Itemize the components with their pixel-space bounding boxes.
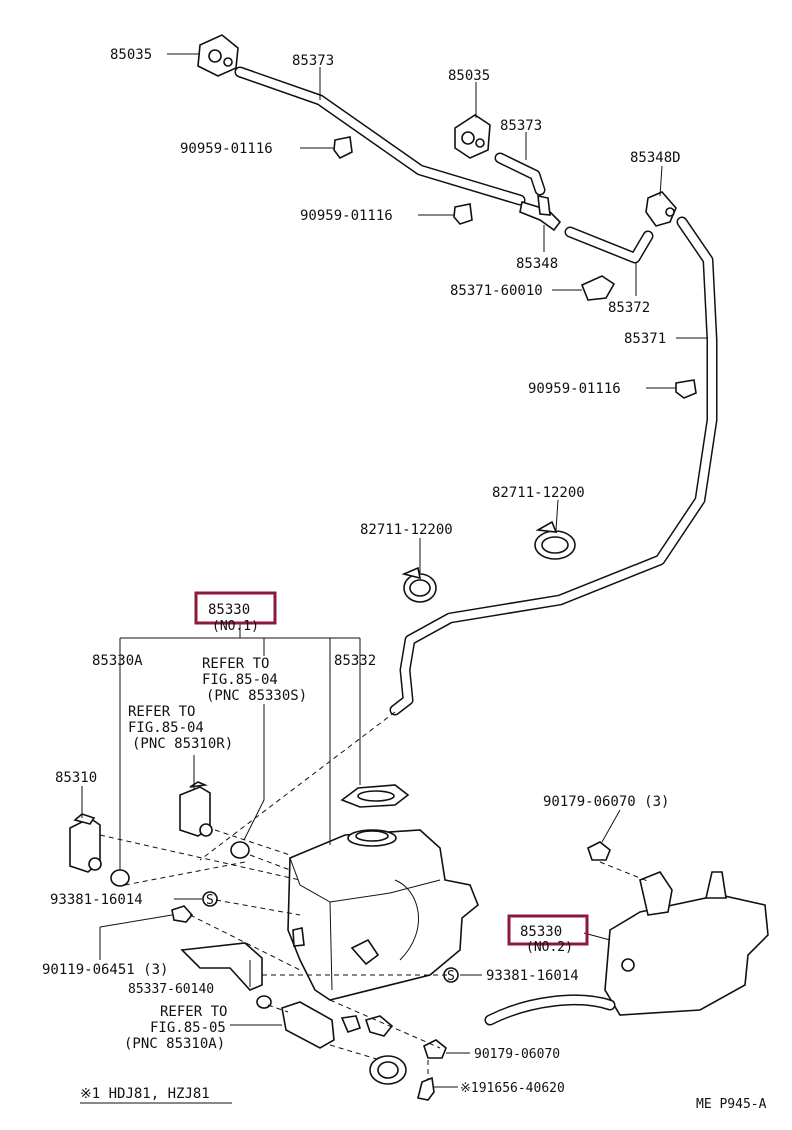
bolt-90119 xyxy=(171,905,194,923)
highlight-85330-no2 xyxy=(507,914,589,946)
label-85348d: 85348D xyxy=(630,150,681,166)
label-93381-b: 93381-16014 xyxy=(486,968,579,984)
label-refer3-l2: FIG.85-05 xyxy=(150,1020,226,1036)
label-90959-b: 90959-01116 xyxy=(300,208,393,224)
label-82711-a: 82711-12200 xyxy=(492,485,585,501)
hose-clamp-c xyxy=(675,379,697,399)
svg-text:S: S xyxy=(447,969,455,984)
washer-pump-85310 xyxy=(69,813,102,873)
footnote: ※1 HDJ81, HZJ81 xyxy=(80,1086,210,1102)
label-85348: 85348 xyxy=(516,256,558,272)
tank-cap-85332 xyxy=(340,784,410,808)
washer-tank-no1 xyxy=(287,829,479,1001)
grommet-85330a xyxy=(110,869,130,887)
label-90959-c: 90959-01116 xyxy=(528,381,621,397)
s-mark-a: S xyxy=(202,891,218,908)
label-refer1-l2: FIG.85-04 xyxy=(202,672,278,688)
washer-hose-upper xyxy=(234,66,526,206)
grommet-85330s xyxy=(230,841,250,859)
label-refer1-l1: REFER TO xyxy=(202,656,269,672)
label-no2: (NO.2) xyxy=(526,940,573,955)
nut-90179-b xyxy=(423,1039,447,1059)
svg-text:S: S xyxy=(206,893,214,908)
label-refer2-l3: (PNC 85310R) xyxy=(132,736,233,752)
label-85371-60010: 85371-60010 xyxy=(450,283,543,299)
label-refer2-l2: FIG.85-04 xyxy=(128,720,204,736)
label-85337: 85337-60140 xyxy=(128,982,214,997)
leader-lines xyxy=(81,53,708,1088)
washer-hose-main xyxy=(389,216,718,716)
label-85372: 85372 xyxy=(608,300,650,316)
hose-clamp-b xyxy=(453,203,473,225)
label-85373-b: 85373 xyxy=(500,118,542,134)
label-90119: 90119-06451 (3) xyxy=(42,962,168,978)
dashed-lines xyxy=(99,711,651,1080)
washer-pump-85310r xyxy=(179,781,213,837)
label-85371: 85371 xyxy=(624,331,666,347)
label-85035-b: 85035 xyxy=(448,68,490,84)
label-85373-a: 85373 xyxy=(292,53,334,69)
highlight-85330-no1 xyxy=(194,591,277,625)
label-90179-b: 90179-06070 xyxy=(474,1047,560,1062)
band-clamp-b xyxy=(401,566,437,603)
hose-clamp-a xyxy=(333,136,353,160)
label-93381-a: 93381-16014 xyxy=(50,892,143,908)
label-refer1-l3: (PNC 85330S) xyxy=(206,688,307,704)
band-clamp-a xyxy=(534,520,576,560)
label-90179-a: 90179-06070 (3) xyxy=(543,794,669,810)
washer-tank-no2 xyxy=(484,871,769,1026)
nut-90179-a xyxy=(587,841,611,861)
label-85332: 85332 xyxy=(334,653,376,669)
part-labels: 85035 85373 90959-01116 85035 85373 8534… xyxy=(42,47,767,1112)
hose-joint-85348d xyxy=(645,191,677,227)
label-191656: ※191656-40620 xyxy=(460,1081,565,1096)
label-refer2-l1: REFER TO xyxy=(128,704,195,720)
label-no1: (NO.1) xyxy=(212,619,259,634)
washer-hose-85372 xyxy=(564,226,654,264)
label-85330-no2: 85330 xyxy=(520,924,562,940)
label-refer3-l1: REFER TO xyxy=(160,1004,227,1020)
washer-nozzle-left xyxy=(197,34,239,77)
s-mark-b: S xyxy=(443,967,459,984)
washer-nozzle-right xyxy=(454,114,491,159)
washer-hose-short xyxy=(494,152,546,196)
clip-85371-60010 xyxy=(580,275,616,301)
hose-joint-85348 xyxy=(519,195,562,232)
figure-code: ME P945-A xyxy=(696,1097,767,1112)
label-90959-a: 90959-01116 xyxy=(180,141,273,157)
label-85330-no1: 85330 xyxy=(208,602,250,618)
label-refer3-l3: (PNC 85310A) xyxy=(124,1036,225,1052)
label-85330a: 85330A xyxy=(92,653,143,669)
label-85310: 85310 xyxy=(55,770,97,786)
bracket-85337 xyxy=(180,942,263,991)
bolt-191656 xyxy=(417,1076,435,1101)
label-85035-a: 85035 xyxy=(110,47,152,63)
label-82711-b: 82711-12200 xyxy=(360,522,453,538)
washer-pump-85310a xyxy=(256,995,407,1085)
